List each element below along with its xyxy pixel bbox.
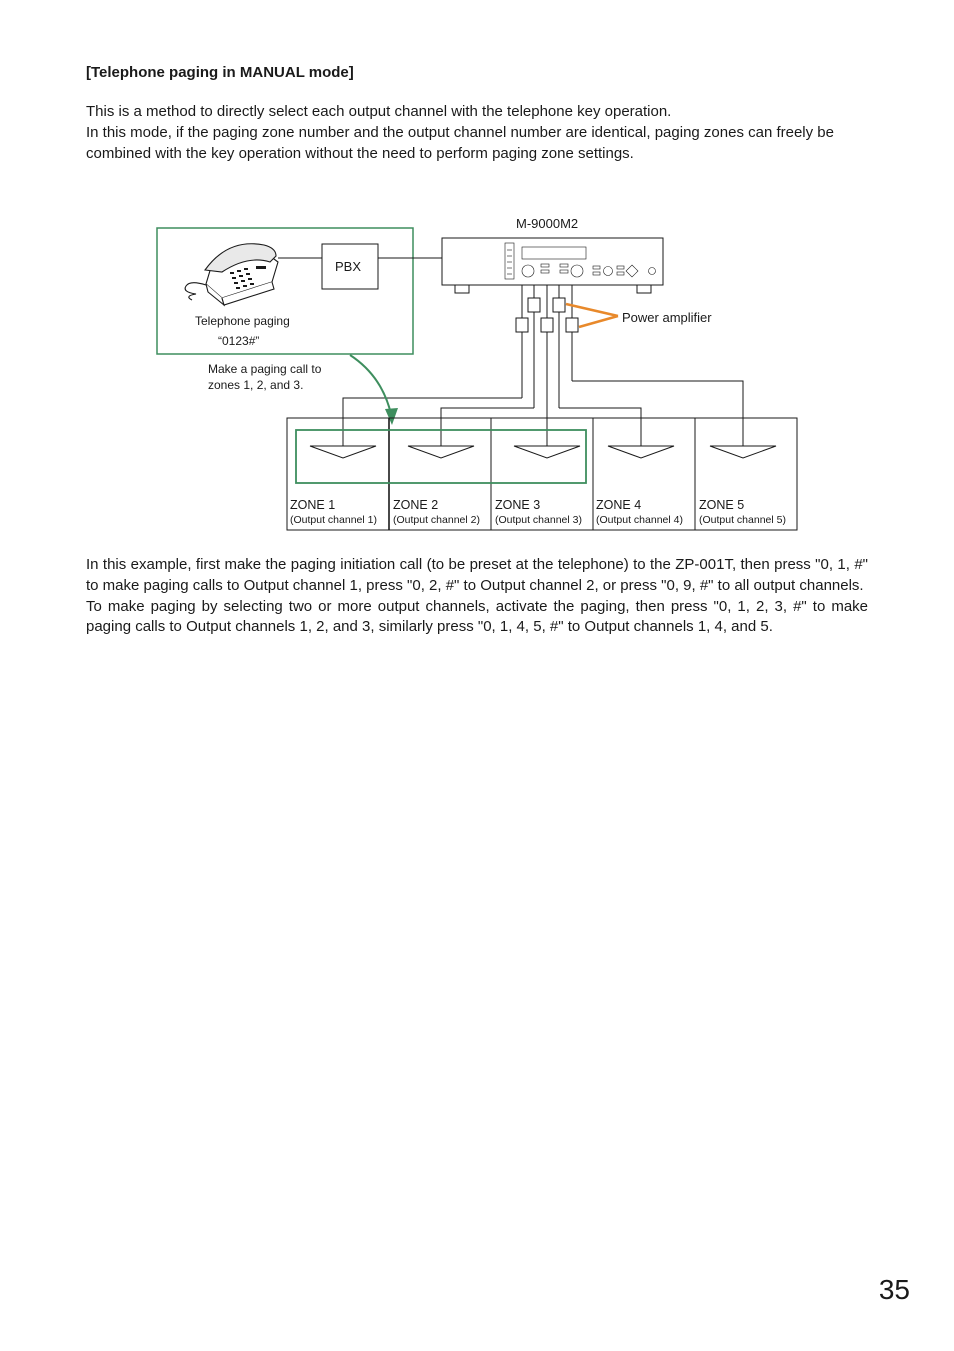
zone-4-name: ZONE 4	[596, 498, 641, 512]
telephone-label: Telephone paging	[195, 314, 290, 328]
amplifier-block-3	[540, 317, 554, 333]
speaker-icon-zone-1	[309, 445, 377, 459]
device-label: M-9000M2	[516, 216, 578, 231]
telephone-code: “0123#”	[218, 334, 259, 348]
zone-2-channel: (Output channel 2)	[393, 514, 480, 526]
pbx-box	[321, 243, 379, 290]
zone-3-channel: (Output channel 3)	[495, 514, 582, 526]
pbx-label: PBX	[335, 259, 361, 274]
intro-line-2: In this mode, if the paging zone number …	[86, 123, 834, 162]
speaker-icon-zone-3	[513, 445, 581, 459]
mixer-device	[441, 237, 664, 294]
zone-5-channel: (Output channel 5)	[699, 514, 786, 526]
amplifier-block-4	[552, 297, 566, 313]
telephone-icon	[184, 243, 279, 307]
amplifier-pointer	[565, 302, 619, 329]
zone-1-channel: (Output channel 1)	[290, 514, 377, 526]
zone-5-name: ZONE 5	[699, 498, 744, 512]
amplifier-label: Power amplifier	[622, 310, 712, 325]
speaker-wiring	[342, 285, 744, 446]
section-heading: [Telephone paging in MANUAL mode]	[86, 64, 354, 81]
power-amplifiers	[515, 297, 579, 333]
call-note-line-1: Make a paging call to	[208, 362, 322, 376]
zone-1-name: ZONE 1	[290, 498, 335, 512]
speaker-icon-zone-4	[607, 445, 675, 459]
telephone-area-box	[156, 227, 414, 355]
intro-text: This is a method to directly select each…	[86, 102, 868, 164]
zone-3-name: ZONE 3	[495, 498, 540, 512]
call-note-line-2: zones 1, 2, and 3.	[208, 378, 303, 392]
zones-container	[286, 417, 798, 531]
amplifier-block-2	[527, 297, 541, 313]
example-para-1: In this example, first make the paging i…	[86, 556, 868, 594]
speaker-icon-zone-5	[709, 445, 777, 459]
page-number: 35	[878, 1274, 910, 1305]
example-text: In this example, first make the paging i…	[86, 555, 868, 638]
example-para-2: To make paging by selecting two or more …	[86, 597, 868, 636]
amplifier-block-1	[515, 317, 529, 333]
zone-4-channel: (Output channel 4)	[596, 514, 683, 526]
speaker-icon-zone-2	[407, 445, 475, 459]
intro-line-1: This is a method to directly select each…	[86, 103, 672, 120]
amplifier-block-5	[565, 317, 579, 333]
zone-2-name: ZONE 2	[393, 498, 438, 512]
selected-zones-highlight	[295, 429, 587, 484]
call-arrow	[349, 354, 398, 425]
